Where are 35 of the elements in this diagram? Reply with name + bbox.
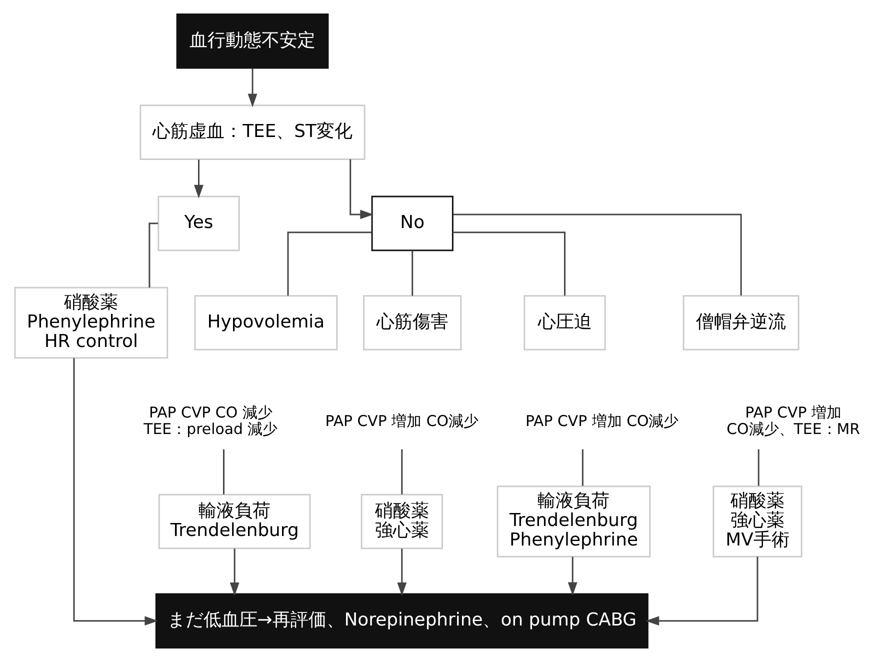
arrow	[567, 556, 577, 596]
node-box: Yes	[157, 196, 240, 252]
connector	[581, 449, 583, 486]
connector	[148, 222, 158, 288]
node-text: PAP CVP 増加 CO減少、TEE：MR	[726, 404, 860, 438]
arrow	[229, 548, 239, 596]
connector	[452, 232, 565, 296]
node-box: 輸液負荷 Trendelenburg Phenylephrine	[496, 486, 650, 558]
node-box: No	[370, 196, 453, 252]
connector	[411, 250, 413, 296]
node-box: 心筋虚血：TEE、ST変化	[139, 104, 365, 160]
node-box: 血行動態不安定	[176, 14, 328, 69]
node-text: PAP CVP 増加 CO減少	[324, 412, 478, 430]
arrow	[645, 556, 758, 626]
arrow	[194, 160, 203, 198]
connector	[222, 449, 224, 494]
connector	[286, 232, 372, 296]
node-box: 硝酸薬 強心薬 MV手術	[712, 486, 802, 558]
node-box: 輸液負荷 Trendelenburg	[158, 494, 310, 550]
connector	[400, 449, 402, 494]
connector	[452, 214, 742, 296]
arrow	[72, 358, 158, 626]
node-box: 僧帽弁逆流	[682, 295, 799, 350]
node-box: 心筋傷害	[362, 295, 462, 350]
node-box: まだ低血圧→再評価、Norepinephrine、on pump CABG	[154, 593, 648, 648]
arrow	[247, 68, 257, 108]
node-box: 心圧迫	[523, 295, 606, 350]
node-text: PAP CVP CO 減少 TEE：preload 減少	[143, 404, 278, 438]
node-box: Hypovolemia	[194, 295, 338, 350]
arrow	[349, 159, 374, 220]
arrow	[396, 548, 406, 596]
node-box: 硝酸薬 Phenylephrine HR control	[14, 286, 168, 359]
node-text: PAP CVP 増加 CO減少	[524, 412, 678, 430]
connector	[757, 449, 759, 486]
node-box: 硝酸薬 強心薬	[360, 494, 442, 550]
